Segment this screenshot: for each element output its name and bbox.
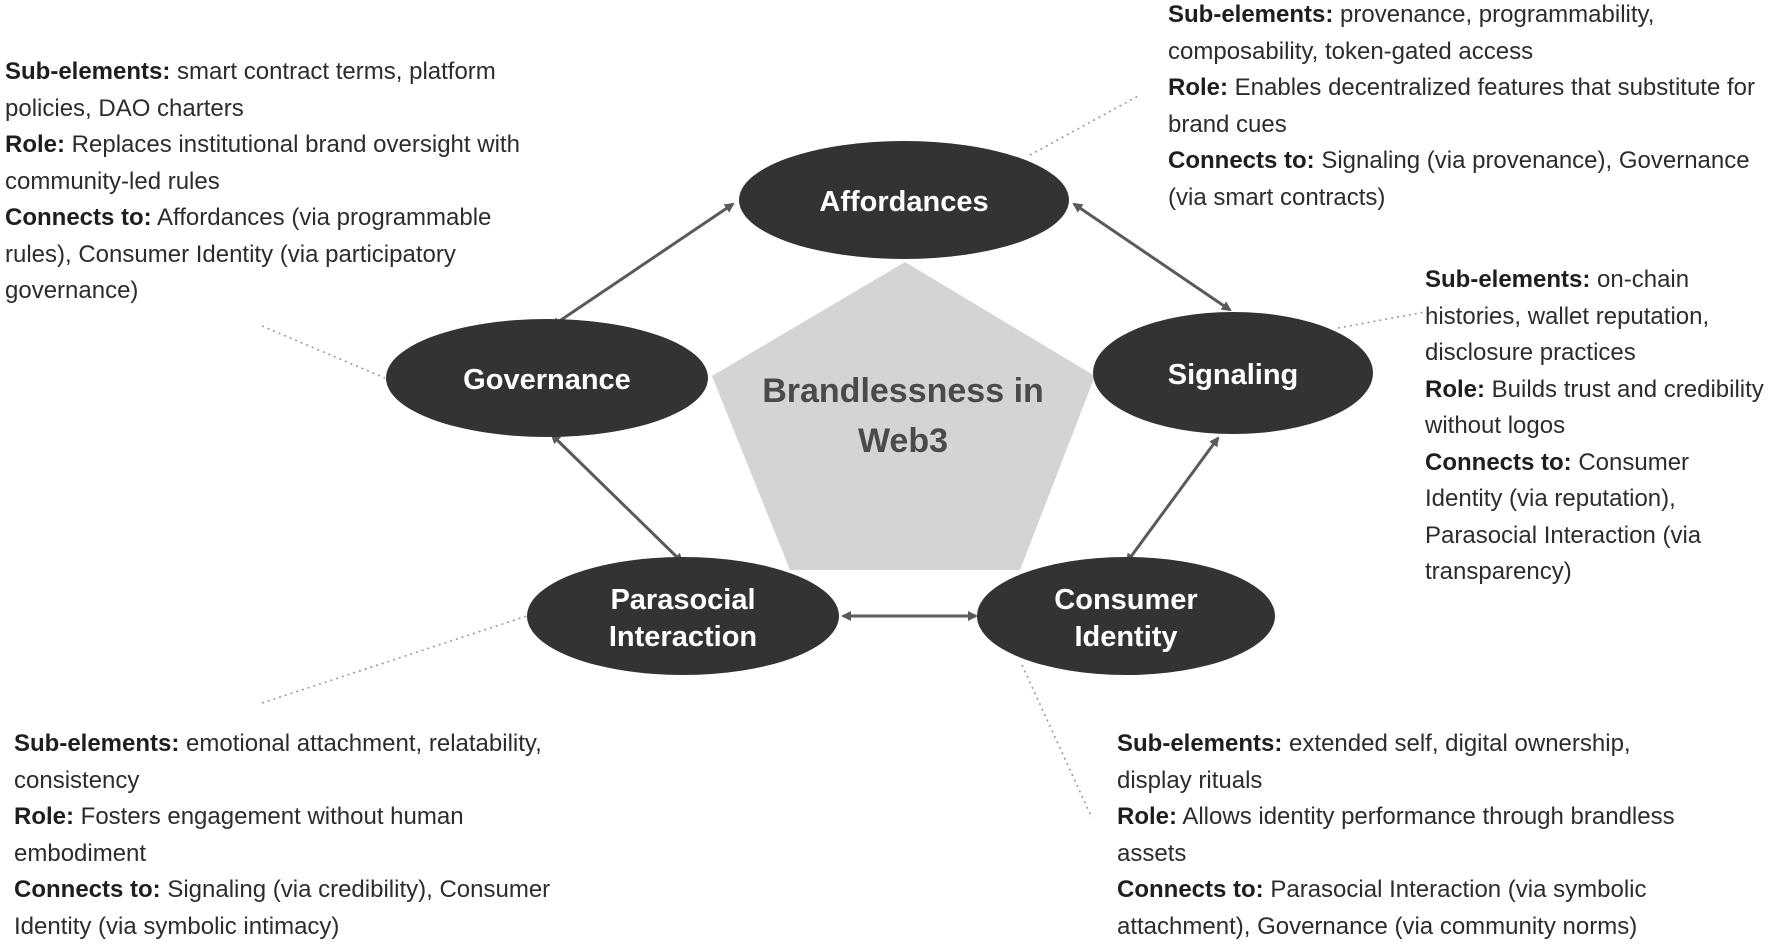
- note-consumer-role-label: Role:: [1117, 803, 1177, 830]
- note-consumer-connects-label: Connects to:: [1117, 876, 1264, 903]
- node-governance: Governance: [386, 319, 708, 437]
- node-consumer-label-line1: Consumer: [1054, 584, 1197, 616]
- note-consumer-connects: Parasocial Interaction (via symbolic att…: [1117, 876, 1647, 940]
- note-parasocial-connects-label: Connects to:: [14, 876, 161, 903]
- leader-consumer: [1021, 664, 1093, 819]
- node-signaling: Signaling: [1093, 312, 1373, 434]
- node-parasocial: Parasocial Interaction: [527, 557, 839, 675]
- arrow-affordances-signaling: [1072, 202, 1232, 312]
- arrow-governance-affordances: [550, 202, 735, 328]
- note-consumer-sub: extended self, digital ownership, displa…: [1117, 730, 1631, 794]
- note-signaling-role-label: Role:: [1425, 375, 1485, 403]
- note-consumer-sub-label: Sub-elements:: [1117, 730, 1283, 757]
- note-governance: Sub-elements: smart contract terms, plat…: [5, 54, 550, 310]
- note-signaling-sub-label: Sub-elements:: [1425, 266, 1591, 293]
- note-signaling-sub: on-chain histories, wallet reputation, d…: [1425, 266, 1710, 366]
- note-consumer-identity: Sub-elements: extended self, digital own…: [1117, 726, 1707, 945]
- note-governance-connects-label: Connects to:: [5, 204, 152, 231]
- leader-affordances: [1029, 94, 1141, 156]
- node-consumer-identity: Consumer Identity: [977, 557, 1275, 675]
- node-parasocial-label-line2: Interaction: [609, 621, 757, 653]
- note-affordances-sub-label: Sub-elements:: [1168, 1, 1334, 28]
- note-governance-sub-label: Sub-elements:: [5, 58, 171, 85]
- note-signaling: Sub-elements: on-chain histories, wallet…: [1425, 262, 1765, 591]
- note-governance-connects: Affordances (via programmable rules), Co…: [5, 204, 492, 304]
- note-affordances-connects: Signaling (via provenance), Governance (…: [1168, 147, 1750, 211]
- leader-governance: [261, 325, 386, 379]
- arrow-signaling-consumer: [1125, 436, 1220, 564]
- center-pentagon: [712, 262, 1095, 570]
- note-signaling-role: Builds trust and credibility without log…: [1425, 375, 1764, 440]
- note-affordances-sub: provenance, programmability, composabili…: [1168, 1, 1655, 65]
- center-title-line1: Brandlessness in: [762, 372, 1044, 410]
- note-signaling-connects-label: Connects to:: [1425, 448, 1572, 476]
- node-consumer-label-line2: Identity: [1074, 621, 1177, 653]
- note-signaling-connects: Consumer Identity (via reputation), Para…: [1425, 448, 1702, 586]
- note-consumer-role: Allows identity performance through bran…: [1117, 803, 1675, 867]
- note-affordances-role-label: Role:: [1168, 74, 1228, 101]
- node-affordances-label: Affordances: [819, 186, 988, 218]
- node-signaling-label: Signaling: [1168, 359, 1299, 391]
- node-governance-label: Governance: [463, 364, 631, 396]
- note-affordances-role: Enables decentralized features that subs…: [1168, 74, 1755, 138]
- note-parasocial-role-label: Role:: [14, 803, 74, 830]
- note-governance-role-label: Role:: [5, 131, 65, 158]
- note-parasocial-role: Fosters engagement without human embodim…: [14, 803, 464, 867]
- note-governance-sub: smart contract terms, platform policies,…: [5, 58, 496, 122]
- note-affordances-connects-label: Connects to:: [1168, 147, 1315, 174]
- note-parasocial-connects: Signaling (via credibility), Consumer Id…: [14, 876, 551, 940]
- leader-signaling: [1337, 311, 1426, 329]
- note-parasocial-sub: emotional attachment, relatability, cons…: [14, 730, 542, 794]
- note-parasocial-sub-label: Sub-elements:: [14, 730, 180, 757]
- arrow-governance-parasocial: [550, 433, 684, 564]
- node-affordances: Affordances: [739, 141, 1069, 259]
- note-parasocial: Sub-elements: emotional attachment, rela…: [14, 726, 554, 945]
- node-parasocial-label-line1: Parasocial: [610, 584, 755, 616]
- leader-parasocial: [261, 615, 528, 704]
- center-title-line2: Web3: [858, 422, 948, 460]
- note-affordances: Sub-elements: provenance, programmabilit…: [1168, 0, 1768, 216]
- note-governance-role: Replaces institutional brand oversight w…: [5, 131, 520, 195]
